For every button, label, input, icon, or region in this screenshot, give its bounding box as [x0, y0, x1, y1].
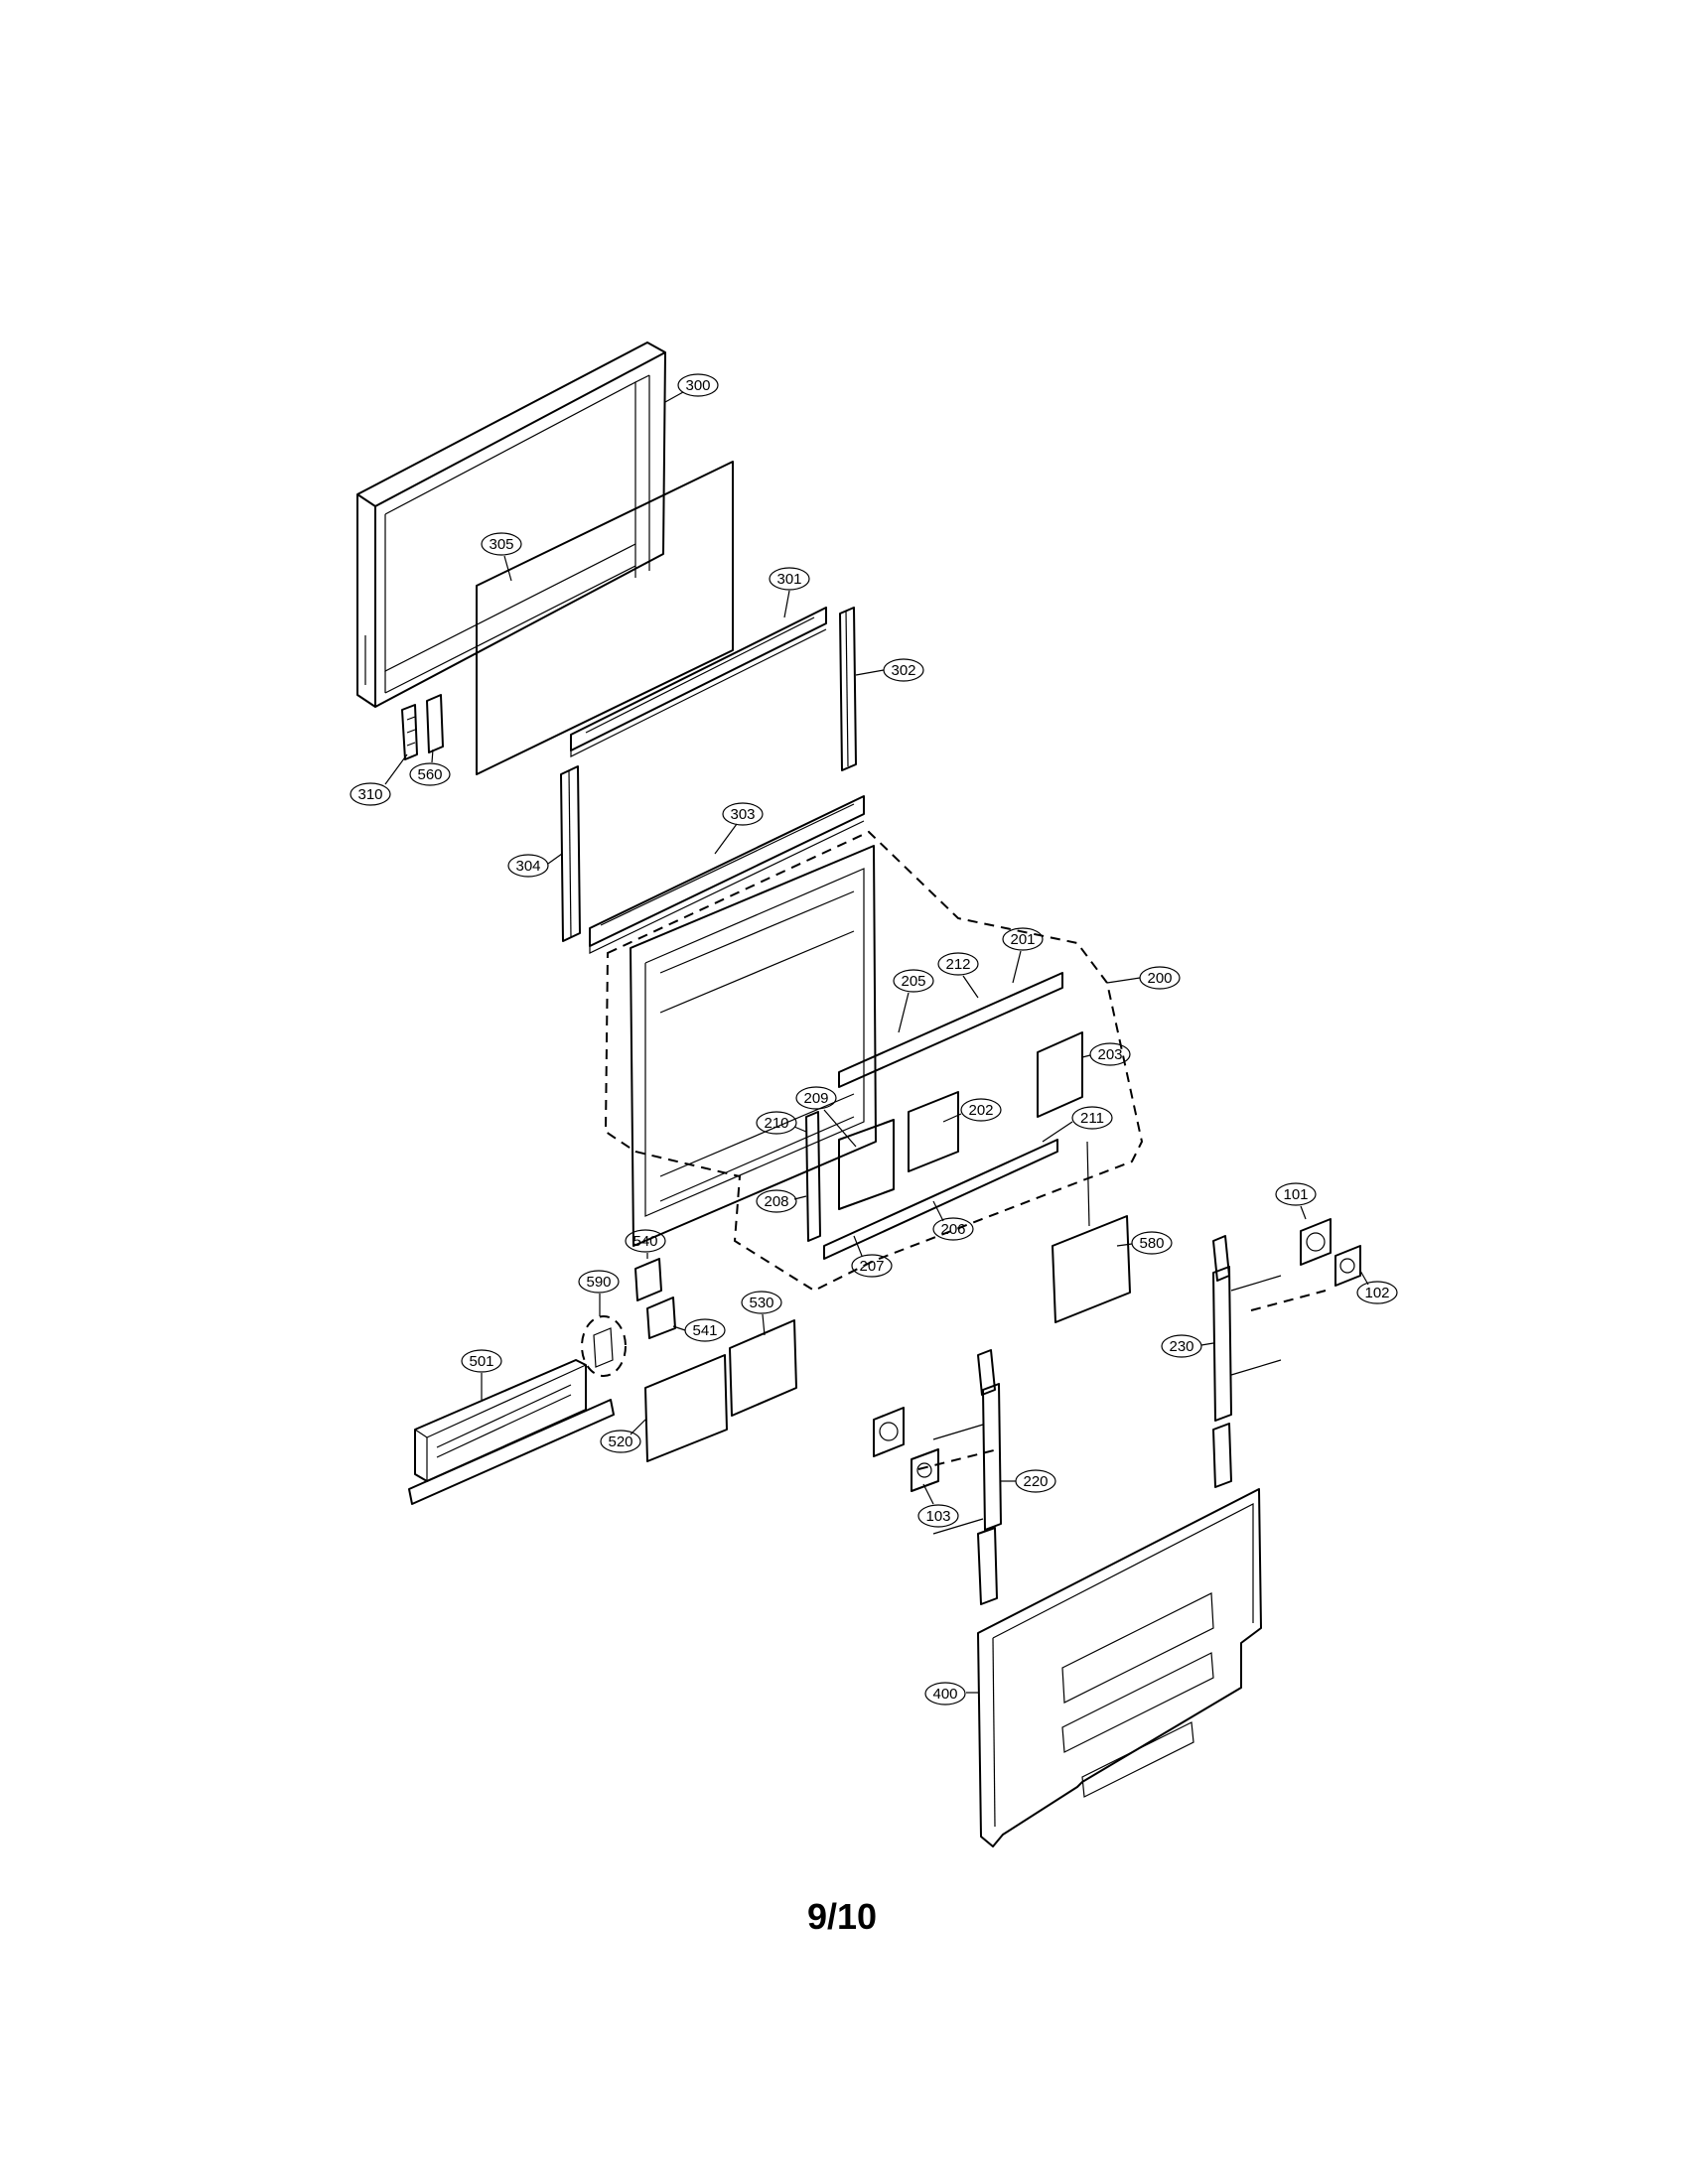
callout-302: 302 [855, 658, 924, 682]
callout-label: 305 [489, 536, 513, 553]
callout-label: 400 [932, 1686, 957, 1703]
callout-label: 102 [1364, 1285, 1389, 1301]
callout-207: 207 [851, 1235, 893, 1278]
callout-541: 541 [672, 1318, 726, 1342]
page-number: 9/10 [806, 1896, 878, 1937]
lower-left-boards [581, 1258, 797, 1462]
callout-label: 206 [940, 1221, 965, 1238]
callout-label: 310 [357, 786, 382, 803]
callout-label: 541 [692, 1322, 717, 1339]
callout-label: 101 [1283, 1186, 1308, 1203]
callout-300: 300 [664, 373, 719, 403]
callout-590: 590 [578, 1270, 620, 1316]
callout-211: 211 [1042, 1106, 1113, 1143]
callout-label: 208 [764, 1193, 788, 1210]
callout-label: 203 [1097, 1046, 1122, 1063]
callout-202: 202 [942, 1098, 1002, 1123]
callout-210: 210 [756, 1111, 807, 1135]
board-580-part [1052, 1141, 1131, 1323]
callout-label: 201 [1010, 931, 1035, 948]
screen-panel-part [476, 461, 734, 775]
right-speaker-assembly [1212, 1218, 1361, 1488]
center-speaker-assembly [873, 1349, 1002, 1605]
callout-501: 501 [461, 1349, 502, 1400]
callout-label: 301 [776, 571, 801, 588]
callout-520: 520 [600, 1419, 646, 1453]
callout-212: 212 [937, 952, 979, 999]
callout-label: 212 [945, 956, 970, 973]
callout-label: 211 [1080, 1110, 1104, 1127]
pdp-module-outline [604, 830, 1144, 1293]
callout-label: 230 [1169, 1338, 1193, 1355]
callout-101: 101 [1275, 1182, 1317, 1220]
callout-200: 200 [1106, 966, 1181, 990]
bottom-rail-part [589, 795, 865, 954]
callout-102: 102 [1356, 1270, 1398, 1304]
callout-label: 560 [417, 766, 442, 783]
right-side-rail-part [839, 607, 857, 771]
callout-103: 103 [917, 1483, 959, 1528]
callout-label: 501 [469, 1353, 493, 1370]
callout-220: 220 [1001, 1469, 1056, 1493]
callout-530: 530 [741, 1291, 782, 1336]
callout-205: 205 [893, 969, 934, 1033]
callout-label: 300 [685, 377, 710, 394]
callout-label: 303 [730, 806, 755, 823]
callout-label: 520 [608, 1433, 632, 1450]
callout-209: 209 [795, 1086, 857, 1148]
callout-label: 302 [891, 662, 915, 679]
small-bracket-parts [401, 694, 444, 760]
callout-label: 304 [515, 858, 540, 875]
callout-label: 210 [764, 1115, 788, 1132]
callout-label: 103 [925, 1508, 950, 1525]
callout-208: 208 [756, 1189, 807, 1213]
left-side-rail-part [560, 765, 581, 942]
callout-label: 205 [901, 973, 925, 990]
callout-230: 230 [1161, 1334, 1214, 1358]
callout-303: 303 [714, 802, 764, 855]
callout-label: 200 [1147, 970, 1172, 987]
callout-301: 301 [769, 567, 810, 618]
bottom-front-bar-part [408, 1359, 615, 1505]
callout-310: 310 [350, 753, 408, 806]
callout-304: 304 [507, 853, 563, 878]
callout-201: 201 [1002, 927, 1044, 984]
callout-206: 206 [932, 1200, 974, 1241]
callout-203: 203 [1081, 1042, 1131, 1066]
callout-label: 580 [1139, 1235, 1164, 1252]
callout-305: 305 [481, 532, 522, 582]
callout-label: 202 [968, 1102, 993, 1119]
callout-560: 560 [409, 749, 451, 786]
callout-label: 207 [859, 1258, 884, 1275]
callout-label: 220 [1023, 1473, 1048, 1490]
top-rail-part [570, 607, 827, 757]
callout-label: 530 [749, 1295, 773, 1311]
callout-label: 540 [632, 1233, 657, 1250]
callout-label: 590 [586, 1274, 611, 1291]
callout-400: 400 [924, 1682, 978, 1706]
front-frame-part [356, 341, 666, 708]
callout-label: 209 [803, 1090, 828, 1107]
callout-540: 540 [625, 1229, 666, 1259]
rear-cover-part [977, 1488, 1262, 1847]
callout-580: 580 [1116, 1231, 1173, 1255]
